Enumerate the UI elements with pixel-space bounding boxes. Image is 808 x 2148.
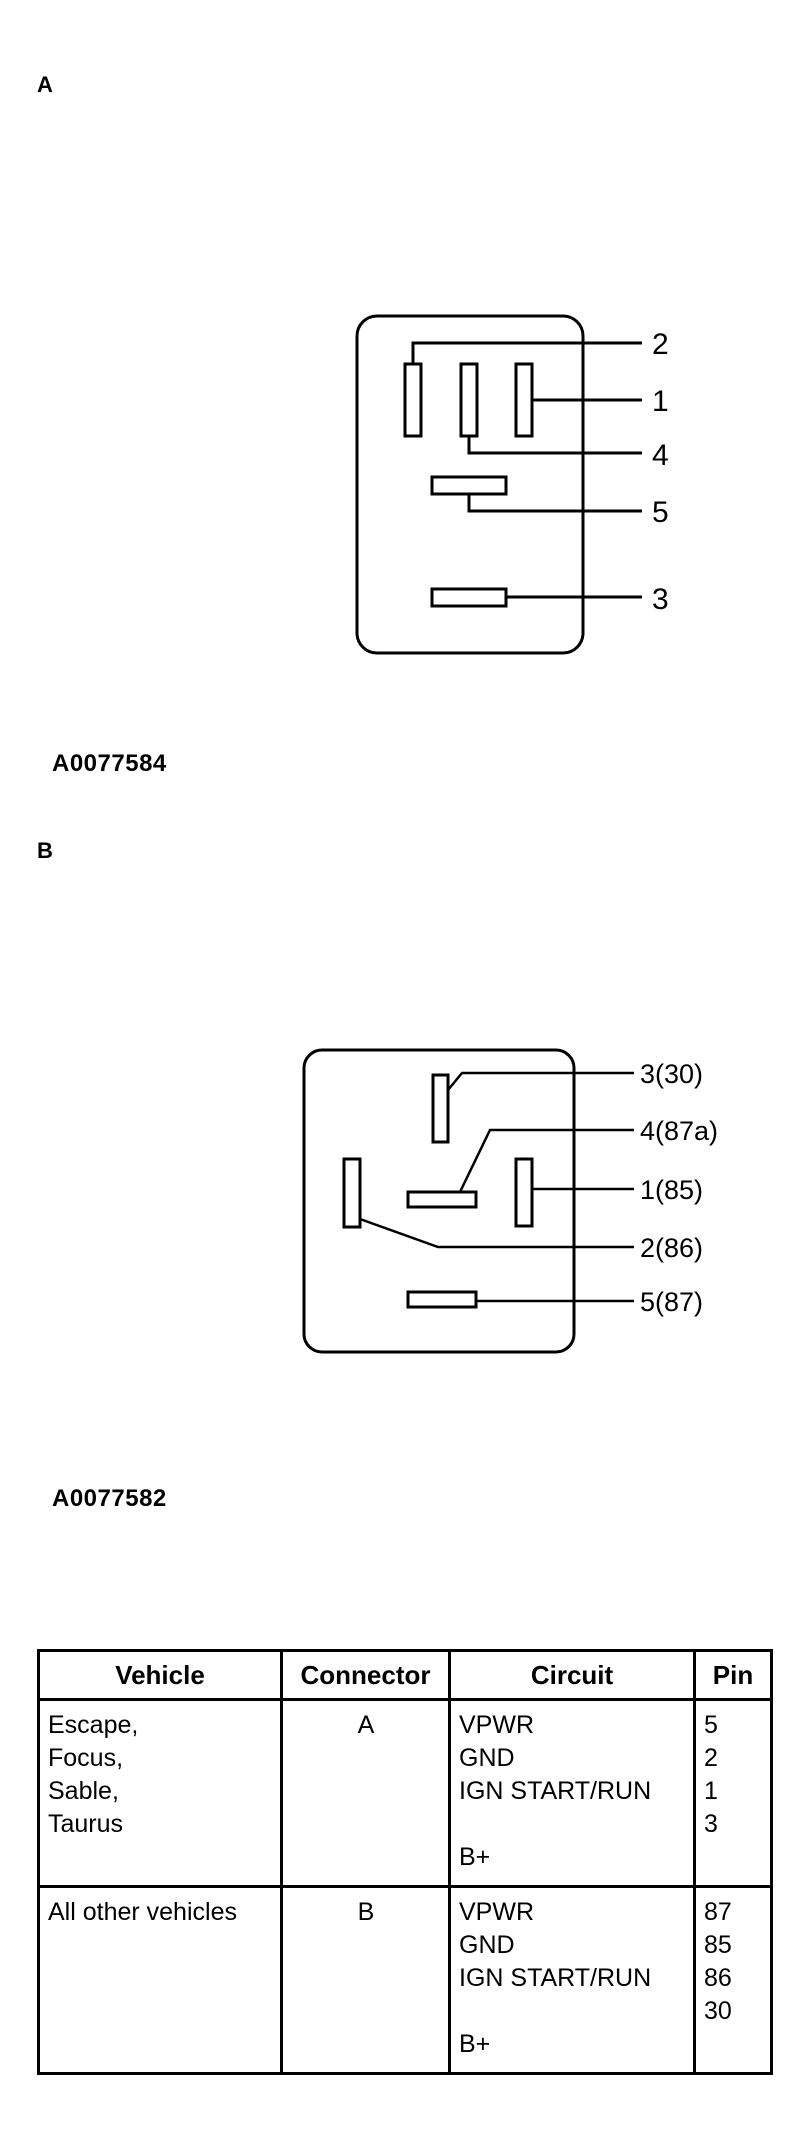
cell-circuit: VPWR GND IGN START/RUN B+: [448, 1886, 696, 2075]
pin-label-b-5-87: 5(87): [640, 1287, 703, 1317]
terminal-b-pin-4: [406, 1190, 478, 1209]
pin-label-a-3: 3: [652, 583, 669, 616]
relay-connector-diagram-a: 2 1 4 5 3: [355, 314, 669, 655]
circuit-line: [459, 1808, 686, 1841]
pin-line: 3: [704, 1810, 718, 1838]
pin-line: 87: [704, 1898, 732, 1926]
pin-label-a-1: 1: [652, 385, 669, 418]
pin-label-a-5: 5: [652, 496, 669, 529]
cell-vehicle: All other vehicles: [37, 1886, 283, 2075]
table-header-row: Vehicle Connector Circuit Pin: [37, 1649, 773, 1701]
leader-line-b-2: [359, 1217, 634, 1249]
header-circuit: Circuit: [448, 1649, 696, 1701]
header-connector: Connector: [280, 1649, 451, 1701]
figure-id-a: A0077584: [52, 750, 167, 777]
connector-housing-b: [302, 1048, 576, 1354]
circuit-line: GND: [459, 1744, 515, 1772]
vehicle-line: All other vehicles: [48, 1898, 237, 1926]
pin-line: 2: [704, 1744, 718, 1772]
leader-line-a-5: [467, 494, 642, 513]
leader-line-b-4: [458, 1128, 634, 1193]
cell-pin: 87 85 86 30: [693, 1886, 773, 2075]
table-row: All other vehicles B VPWR GND IGN START/…: [37, 1886, 773, 2075]
terminal-b-pin-2: [342, 1157, 362, 1229]
circuit-line: VPWR: [459, 1898, 534, 1926]
vehicle-line: Sable,: [48, 1777, 119, 1805]
circuit-line: B+: [459, 2030, 491, 2058]
pin-label-b-1-85: 1(85): [640, 1175, 703, 1205]
vehicle-line: Escape,: [48, 1711, 139, 1739]
section-label-b: B: [37, 838, 53, 863]
circuit-line: GND: [459, 1931, 515, 1959]
leader-line-a-2: [411, 341, 642, 364]
connector-value: B: [357, 1898, 375, 1926]
section-label-a: A: [37, 72, 53, 97]
vehicle-line: Taurus: [48, 1810, 124, 1838]
cell-circuit: VPWR GND IGN START/RUN B+: [448, 1699, 696, 1888]
table-row: Escape, Focus, Sable, Taurus A VPWR GND …: [37, 1699, 773, 1888]
pin-line: 86: [704, 1964, 732, 1992]
pin-label-b-3-30: 3(30): [640, 1059, 703, 1089]
leader-line-a-4: [467, 436, 642, 455]
header-pin: Pin: [693, 1649, 773, 1701]
connector-value: A: [357, 1711, 375, 1739]
vehicle-line: Focus,: [48, 1744, 124, 1772]
pin-label-a-2: 2: [652, 328, 669, 361]
terminal-b-pin-3: [431, 1073, 450, 1144]
terminal-b-pin-1: [514, 1157, 534, 1228]
cell-vehicle: Escape, Focus, Sable, Taurus: [37, 1699, 283, 1888]
circuit-line: [459, 1995, 686, 2028]
relay-connector-diagram-b: 3(30) 4(87a) 1(85) 2(86) 5(87): [302, 1048, 718, 1354]
circuit-line: B+: [459, 1843, 491, 1871]
connector-housing-a: [355, 314, 585, 655]
circuit-line: IGN START/RUN: [459, 1964, 652, 1992]
cell-connector: B: [280, 1886, 451, 2075]
cell-pin: 5 2 1 3: [693, 1699, 773, 1888]
pin-label-b-2-86: 2(86): [640, 1233, 703, 1263]
circuit-line: VPWR: [459, 1711, 534, 1739]
leader-line-b-3: [447, 1071, 634, 1091]
pin-label-a-4: 4: [652, 439, 669, 472]
cell-connector: A: [280, 1699, 451, 1888]
pin-line: 85: [704, 1931, 732, 1959]
pin-label-b-4-87a: 4(87a): [640, 1116, 718, 1146]
pin-assignment-table: Vehicle Connector Circuit Pin Escape, Fo…: [37, 1649, 773, 2075]
pin-line: 5: [704, 1711, 718, 1739]
circuit-line: IGN START/RUN: [459, 1777, 652, 1805]
pin-line: 30: [704, 1997, 732, 2025]
figure-id-b: A0077582: [52, 1485, 167, 1512]
header-vehicle: Vehicle: [37, 1649, 283, 1701]
terminal-b-pin-5: [406, 1290, 478, 1309]
pin-line: 1: [704, 1777, 718, 1805]
